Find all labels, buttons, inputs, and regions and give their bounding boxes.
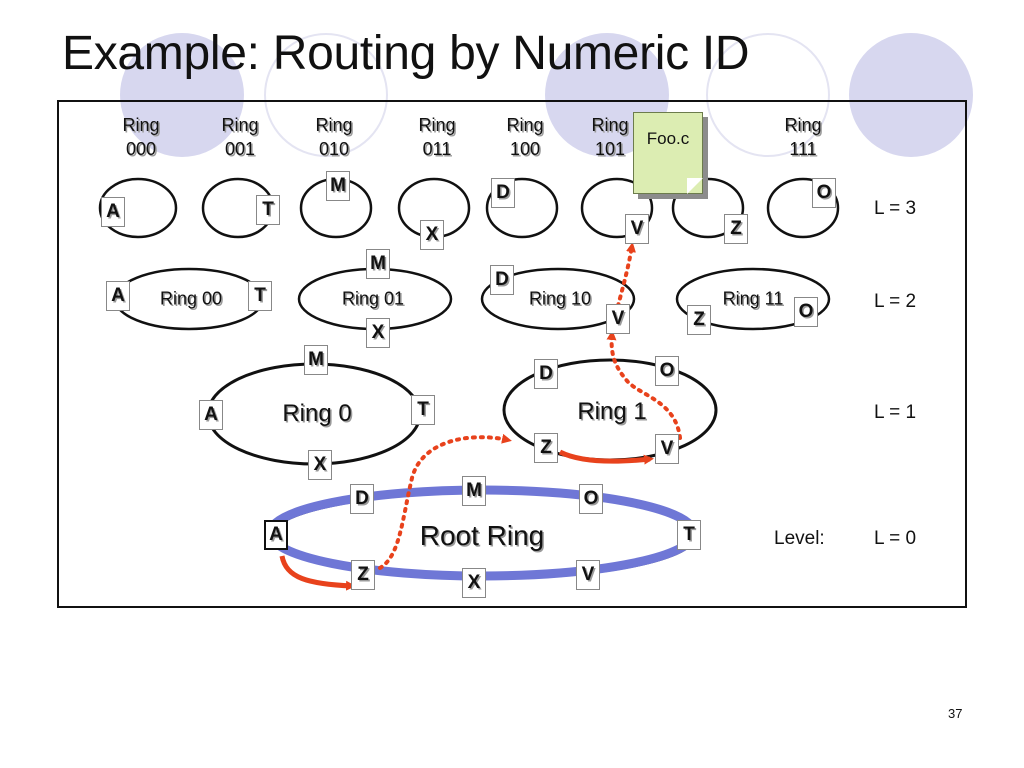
node-l3-o: O	[812, 178, 836, 208]
node-l2-x: X	[366, 318, 390, 348]
level-label-3: L = 3	[874, 198, 917, 219]
ring-header-line2: 111	[789, 139, 817, 159]
decor-circle	[120, 33, 244, 157]
node-l1-a: A	[199, 400, 223, 430]
ring-label-00: Ring 00	[159, 288, 223, 309]
page-number: 37	[948, 706, 963, 721]
node-l3-v: V	[625, 214, 649, 244]
ring-header-line2: 010	[318, 139, 350, 159]
root-ring-label: Root Ring	[419, 520, 545, 551]
ring-label-01: Ring 01	[341, 288, 405, 309]
node-l3-z: Z	[724, 214, 748, 244]
level-label-1: L = 1	[874, 402, 917, 423]
ring-header-100: Ring 100	[493, 113, 557, 161]
ring-000-ellipse	[98, 177, 178, 239]
node-l0-x: X	[462, 568, 486, 598]
node-l1-d: D	[534, 359, 558, 389]
node-l1-v: V	[655, 434, 679, 464]
ring-header-line1: Ring	[418, 115, 456, 135]
node-l0-t: T	[677, 520, 701, 550]
node-l3-a: A	[101, 197, 125, 227]
node-l1-x: X	[308, 450, 332, 480]
ring-header-000: Ring 000	[109, 113, 173, 161]
slide-title: Example: Routing by Numeric ID	[62, 27, 750, 80]
ring-label-1: Ring 1	[577, 398, 647, 425]
node-l2-d: D	[490, 265, 514, 295]
level-label-2: L = 2	[874, 291, 917, 312]
ring-10-ellipse	[480, 267, 636, 331]
file-note-label: Foo.c	[646, 129, 690, 148]
ring-101-ellipse	[580, 177, 654, 239]
node-l2-a: A	[106, 281, 130, 311]
node-l3-x: X	[420, 220, 444, 250]
diagram-frame	[57, 100, 967, 608]
ring-label-11: Ring 11	[722, 288, 784, 309]
note-fold-corner	[687, 178, 703, 194]
ring-110-ellipse	[671, 177, 745, 239]
ring-header-line1: Ring	[122, 115, 160, 135]
node-l3-m: M	[326, 171, 350, 201]
ring-header-line1: Ring	[315, 115, 353, 135]
ring-111-ellipse	[766, 177, 840, 239]
ring-header-line1: Ring	[784, 115, 822, 135]
node-l0-a: A	[264, 520, 288, 550]
ring-header-111: Ring 111	[771, 113, 835, 161]
ring-header-line1: Ring	[221, 115, 259, 135]
ring-header-line1: Ring	[591, 115, 629, 135]
ring-header-101: Ring 101	[578, 113, 642, 161]
node-l1-m: M	[304, 345, 328, 375]
ring-header-line2: 100	[509, 139, 541, 159]
node-l0-o: O	[579, 484, 603, 514]
ring-header-011: Ring 011	[405, 113, 469, 161]
ring-header-line2: 001	[224, 139, 256, 159]
node-l3-t: T	[256, 195, 280, 225]
node-l0-d: D	[350, 484, 374, 514]
node-l0-v: V	[576, 560, 600, 590]
route-dotted-ring10-to-ring101	[616, 242, 636, 308]
node-l1-z: Z	[534, 433, 558, 463]
decor-circle-outline	[706, 33, 830, 157]
node-l2-v: V	[606, 304, 630, 334]
node-l1-o: O	[655, 356, 679, 386]
route-arrow-z-to-v-ring1	[558, 449, 654, 465]
node-l2-z: Z	[687, 305, 711, 335]
route-dotted-root-to-ring1	[378, 433, 512, 570]
node-l2-o: O	[794, 297, 818, 327]
ring-11-ellipse	[675, 267, 831, 331]
ring-label-10: Ring 10	[528, 288, 592, 309]
node-l3-d: D	[491, 178, 515, 208]
file-note-foo-c: Foo.c	[633, 112, 703, 194]
node-l2-m: M	[366, 249, 390, 279]
node-l0-z: Z	[351, 560, 375, 590]
route-dotted-ring1-to-ring10	[606, 330, 682, 440]
route-arrow-a-to-z	[279, 555, 356, 591]
level-label-0: L = 0	[874, 528, 917, 549]
ring-header-010: Ring 010	[302, 113, 366, 161]
decor-circle-outline	[264, 33, 388, 157]
decor-circle	[849, 33, 973, 157]
ring-100-ellipse	[485, 177, 559, 239]
level-prefix: Level:	[774, 528, 825, 549]
ring-header-line2: 011	[422, 139, 452, 159]
ring-label-0: Ring 0	[282, 400, 352, 427]
ring-header-line2: 101	[594, 139, 626, 159]
ring-header-line1: Ring	[506, 115, 544, 135]
ring-header-001: Ring 001	[208, 113, 272, 161]
node-l1-t: T	[411, 395, 435, 425]
ring-header-line2: 000	[125, 139, 157, 159]
node-l0-m: M	[462, 476, 486, 506]
node-l2-t: T	[248, 281, 272, 311]
